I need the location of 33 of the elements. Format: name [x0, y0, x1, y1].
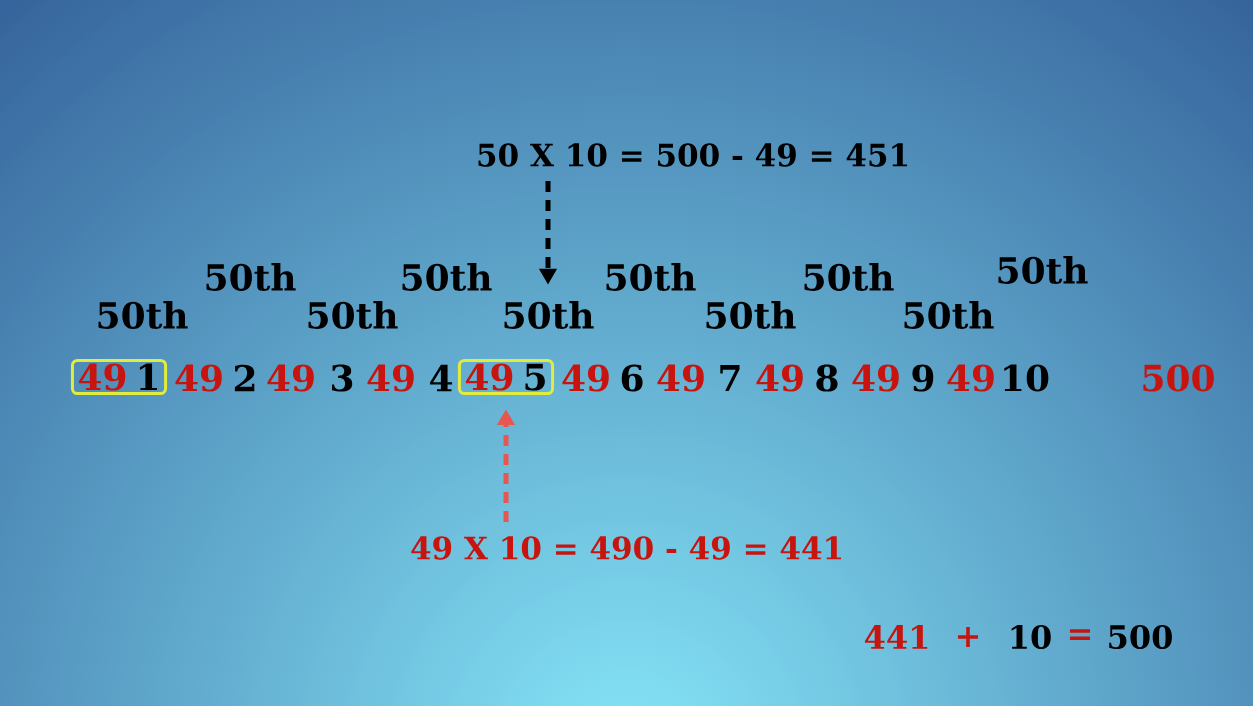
number-label: 50th: [206, 263, 296, 291]
number-label: 2: [234, 364, 255, 392]
ordinal-label: 50th: [504, 301, 594, 329]
number-label: 50th: [308, 301, 398, 329]
number-label: 49: [852, 364, 899, 392]
number-label: 50th: [606, 263, 696, 291]
number-label: +: [958, 626, 978, 647]
number-label: 10: [1011, 624, 1051, 650]
number-label: 49: [657, 364, 704, 392]
number-label: 500: [1109, 624, 1172, 650]
number-label: 50th: [998, 256, 1088, 284]
number-label: 8: [816, 364, 838, 392]
number-label: 50th: [706, 301, 796, 329]
number-label: 50th: [98, 301, 188, 329]
number-label: 49: [947, 364, 994, 392]
number-label: 441: [864, 625, 928, 649]
highlight-box: 49 5: [457, 358, 555, 396]
number-label: 50th: [904, 301, 994, 329]
equation: 50 X 10 = 500 - 49 = 451: [478, 143, 907, 167]
number-label: 50th: [804, 263, 894, 291]
number-label: 10: [1004, 364, 1049, 392]
highlight-box: 49 1: [70, 358, 168, 396]
number-label: 6: [621, 364, 643, 392]
number-label: 500: [1143, 364, 1214, 392]
number-label: 7: [720, 364, 740, 392]
number-label: 49: [367, 364, 414, 392]
number-label: 50th: [402, 263, 492, 291]
number-label: =: [1070, 629, 1090, 640]
number-label: 49: [756, 364, 803, 392]
number-label: 49: [267, 364, 314, 392]
number-label: 3: [332, 364, 353, 392]
equation: 49 X 10 = 490 - 49 = 441: [411, 536, 841, 560]
number-label: 9: [912, 364, 934, 392]
